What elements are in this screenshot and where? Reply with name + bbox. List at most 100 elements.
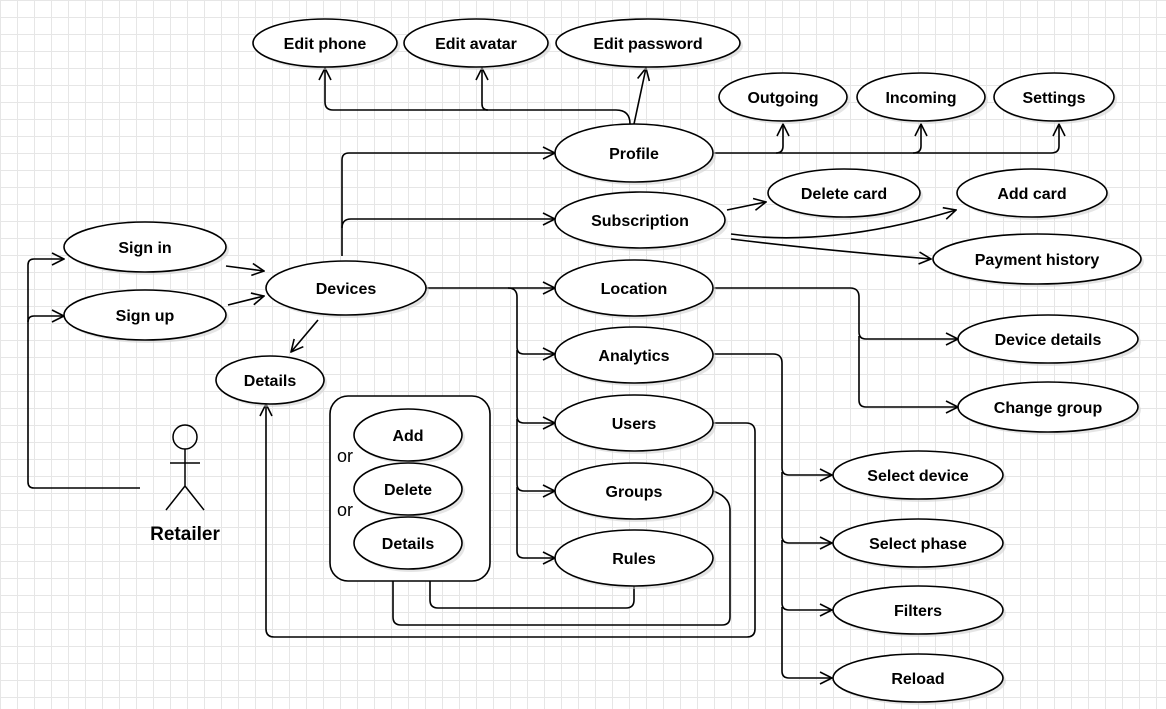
use-case-add-card: Add card	[956, 168, 1110, 220]
use-case-ellipse	[718, 72, 848, 122]
use-case-analytics: Analytics	[554, 326, 716, 386]
edge-devices-subscription	[341, 219, 555, 229]
use-case-label: Analytics	[598, 348, 669, 365]
edge-analytics-selectphase	[781, 472, 832, 543]
use-case-ellipse	[554, 259, 714, 317]
use-case-subscription: Subscription	[554, 191, 728, 251]
use-case-label: Sign in	[118, 240, 171, 257]
use-case-outgoing: Outgoing	[718, 72, 850, 124]
actor-retailer: Retailer	[150, 424, 220, 545]
edge-devices-analytics	[507, 287, 555, 354]
edge-location-changegroup	[858, 336, 958, 407]
edge-subscription-deletecard	[726, 202, 766, 210]
use-case-label: Delete	[384, 482, 432, 499]
edge-location-devicedetails	[714, 287, 958, 339]
edge-actor-signin	[27, 259, 140, 489]
use-case-label: Incoming	[885, 90, 956, 107]
use-case-select-phase: Select phase	[832, 518, 1006, 570]
use-case-location: Location	[554, 259, 716, 319]
use-case-label: Details	[244, 373, 297, 390]
use-case-label: Location	[601, 281, 668, 298]
use-case-label: Filters	[894, 603, 942, 620]
use-case-label: Devices	[316, 281, 377, 298]
use-case-label: Delete card	[801, 186, 887, 203]
use-case-label: Groups	[606, 484, 663, 501]
use-case-label: Payment history	[975, 252, 1100, 269]
use-case-sign-up: Sign up	[63, 289, 229, 343]
use-case-label: Edit avatar	[435, 36, 517, 53]
use-case-ellipse	[353, 462, 463, 516]
use-case-delete: Delete	[353, 462, 465, 518]
edge-actor-signup	[27, 316, 64, 322]
use-case-ellipse	[956, 168, 1108, 218]
use-case-delete-card: Delete card	[767, 168, 923, 220]
edge-profile-editphone	[325, 68, 631, 125]
edge-users-details	[266, 404, 756, 638]
use-case-device-details: Device details	[957, 314, 1141, 366]
use-case-settings: Settings	[993, 72, 1117, 124]
actor-label: Retailer	[150, 524, 220, 545]
use-case-label: Add card	[997, 186, 1066, 203]
use-case-ellipse	[554, 326, 714, 384]
actor-head	[172, 424, 198, 450]
use-case-add: Add	[353, 408, 465, 464]
use-case-ellipse	[767, 168, 921, 218]
use-case-label: Rules	[612, 551, 656, 568]
use-case-ellipse	[554, 462, 714, 520]
use-case-label: Select phase	[869, 536, 967, 553]
use-case-change-group: Change group	[957, 381, 1141, 435]
use-case-label: Add	[392, 428, 423, 445]
use-case-label: Details	[382, 536, 435, 553]
edge-profile-editavatar	[482, 68, 488, 111]
use-case-ellipse	[63, 221, 227, 273]
edge-analytics-selectdevice	[712, 353, 832, 475]
use-case-users: Users	[554, 394, 716, 454]
use-case-label: Device details	[995, 332, 1102, 349]
use-case-sign-in: Sign in	[63, 221, 229, 275]
use-case-ellipse	[353, 408, 463, 462]
edge-groups-detailsub	[393, 489, 731, 626]
or-label-1: or	[337, 446, 353, 466]
edge-analytics-filters	[781, 540, 832, 610]
use-case-label: Profile	[609, 146, 659, 163]
edge-subscription-paymenthistory	[730, 238, 931, 259]
edge-analytics-reload	[781, 607, 832, 678]
use-case-ellipse	[957, 381, 1139, 433]
use-case-details: Details	[215, 355, 327, 407]
use-case-ellipse	[856, 72, 986, 122]
use-case-edit-password: Edit password	[555, 18, 743, 70]
use-case-label: Select device	[867, 468, 969, 485]
use-case-label: Sign up	[116, 308, 175, 325]
actor-body	[165, 449, 205, 511]
use-case-filters: Filters	[832, 585, 1006, 637]
use-case-ellipse	[63, 289, 227, 341]
use-case-edit-phone: Edit phone	[252, 18, 400, 70]
edge-devices-profile	[341, 153, 555, 256]
edge-devices-details	[291, 319, 319, 352]
use-case-ellipse	[993, 72, 1115, 122]
use-case-ellipse	[832, 450, 1004, 500]
use-case-select-device: Select device	[832, 450, 1006, 502]
edge-devices-rules	[516, 487, 555, 558]
edge-profile-editpassword	[633, 68, 646, 125]
use-case-label: Reload	[891, 671, 944, 688]
use-case-ellipse	[957, 314, 1139, 364]
edge-profile-outgoing	[714, 124, 783, 154]
use-case-nodes: Edit phone Edit avatar Edit passwordOutgoi…	[63, 18, 1144, 705]
use-case-ellipse	[832, 653, 1004, 703]
edge-signin-devices	[225, 266, 264, 271]
use-case-label: Users	[612, 416, 657, 433]
use-case-ellipse	[554, 394, 714, 452]
use-case-edit-avatar: Edit avatar	[403, 18, 551, 70]
use-case-ellipse	[554, 529, 714, 587]
use-case-rules: Rules	[554, 529, 716, 589]
use-case-label: Change group	[994, 400, 1103, 417]
edge-profile-incoming	[776, 124, 921, 154]
use-case-label: Edit phone	[284, 36, 367, 53]
use-case-details-sub: Details	[353, 516, 465, 572]
use-case-ellipse	[554, 123, 714, 183]
edge-signup-devices	[227, 296, 264, 306]
use-case-devices: Devices	[265, 260, 429, 318]
edge-devices-users	[516, 350, 555, 423]
